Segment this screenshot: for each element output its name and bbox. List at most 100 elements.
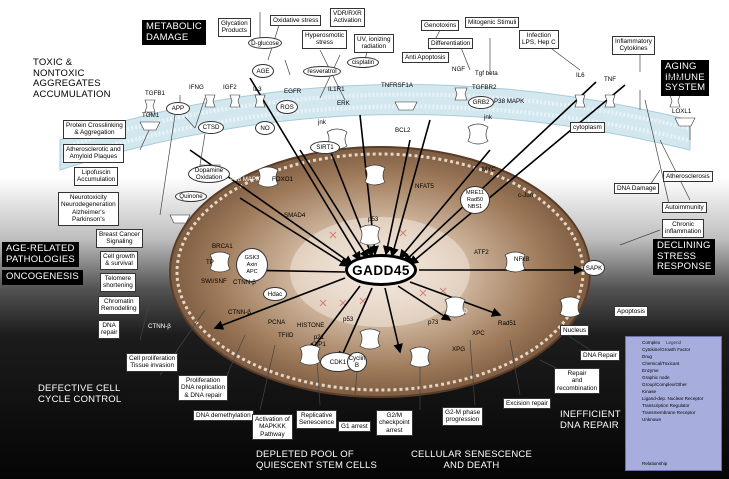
label-xpc: XPC: [472, 330, 485, 337]
box-oxidative: Oxidative stress: [270, 15, 322, 27]
label-p38-mapk-b: P38 MAPK: [230, 176, 261, 183]
box-g2m-checkpoint: G2/M checkpoint arrest: [376, 410, 413, 437]
box-cell-proliferation: Cell proliferation Tissue invasion: [126, 353, 179, 372]
label-nfkb: NFkB: [514, 256, 530, 263]
node-cisplatin: cisplatin: [347, 57, 379, 68]
label-il6: IL6: [576, 72, 585, 79]
label-histone: HISTONE: [297, 322, 325, 329]
node-sirt1: SIRT1: [310, 141, 340, 154]
label-p73: p73: [428, 319, 439, 326]
label-tgfbr2: TGFBR2: [472, 84, 497, 91]
node-mre11-complex: MRE11 Rad50 NBS1: [460, 186, 490, 214]
label-ctnnb-inner: CTNN-β: [233, 279, 256, 286]
box-lipofuscin: Lipofuscin Accumulation: [74, 167, 119, 186]
box-dna-damage: DNA Damage: [614, 183, 660, 195]
label-loxl1: LOXL1: [672, 108, 692, 115]
header-metabolic-damage: METABOLIC DAMAGE: [142, 20, 206, 45]
box-chromatin: Chromatin Remodelling: [98, 296, 140, 315]
legend-item: Unknown: [642, 417, 662, 422]
cell-membrane: [59, 83, 691, 171]
label-tgf-beta: Tgf beta: [475, 70, 498, 77]
label-pcna: PCNA: [268, 319, 286, 326]
label-pgad: PGAD: [450, 308, 468, 315]
label-tgfb1-right: TGFB1: [666, 74, 686, 81]
label-p53-top: p53: [368, 216, 379, 223]
box-dna-repair-left: DNA repair: [98, 320, 121, 339]
box-vdr: VDR/RXR Activation: [330, 8, 365, 27]
box-cytoplasm: cytoplasm: [570, 122, 605, 134]
box-excision-repair: Excision repair: [503, 398, 551, 410]
box-anti-apoptosis: Anti Apoptosis: [402, 52, 449, 64]
box-telomere: Telomere shortening: [100, 273, 136, 292]
label-il3: IL3: [253, 86, 262, 93]
box-apoptosis: Apoptosis: [614, 306, 649, 318]
label-tnfrsf1a: TNFRSF1A: [381, 82, 413, 89]
label-xpg: XPG: [452, 346, 466, 353]
legend-item: Ligand-dep. Nuclear Receptor: [642, 396, 704, 401]
label-smad4: SMAD4: [284, 212, 306, 219]
node-ros: ROS: [276, 100, 298, 114]
header-defective-cycle: DEFECTIVE CELL CYCLE CONTROL: [38, 383, 122, 405]
header-toxic-aggregates: TOXIC & NONTOXIC AGGREGATES ACCUMULATION: [33, 57, 111, 100]
header-inefficient-repair: INEFFICIENT DNA REPAIR: [560, 409, 621, 431]
node-age: AGE: [252, 64, 274, 78]
box-replicative-senescence: Replicative Senescence: [296, 410, 338, 429]
label-foxo1: FOXO1: [272, 176, 293, 183]
legend-panel: Legend Complex Cytokine/Growth Factor Dr…: [625, 336, 722, 471]
header-age-related: AGE-RELATED PATHOLOGIES: [2, 242, 79, 267]
node-app: APP: [166, 102, 190, 115]
box-repair-recombination: Repair and recombination: [554, 368, 601, 395]
box-uv: UV, ionizing radiation: [354, 34, 394, 53]
label-il1r1: IL1R1: [328, 86, 345, 93]
node-quinone: Quinone: [175, 191, 207, 202]
box-breast-cancer: Breast Cancer Signaling: [96, 229, 143, 248]
box-protein-crosslinking: Protein Crosslinking & Aggregation: [63, 120, 126, 139]
label-erk: ERK: [337, 100, 350, 107]
label-swi-snf: SWI/SNF: [201, 278, 227, 285]
legend-title: Legend: [665, 340, 682, 345]
node-resveratrol: resveratrol: [303, 66, 341, 77]
legend-item: Transcription Regulator: [642, 403, 690, 408]
box-infection: Infection LPS, Hep C: [519, 30, 559, 49]
node-hdac: Hdac: [263, 287, 287, 301]
header-declining-stress: DECLINING STRESS RESPONSE: [653, 239, 716, 275]
label-p21: p21 CIP1: [312, 334, 326, 348]
label-jnk-left: jnk: [318, 119, 326, 126]
box-mitogenic: Mitogenic Stimuli: [465, 17, 520, 29]
node-cyclin-b: Cyclin B: [347, 352, 367, 372]
node-d-glucose: D-glucose: [248, 37, 282, 49]
box-cell-growth: Cell growth & survival: [100, 251, 138, 270]
legend-item: Complex: [642, 340, 661, 345]
label-c-jun: c-Jun: [518, 192, 534, 199]
label-rad51: Rad51: [498, 320, 517, 327]
label-tfiid: TFIID: [278, 332, 294, 339]
box-g1-arrest: G1 arrest: [338, 421, 371, 433]
label-tp: TP: [206, 259, 214, 266]
box-hyperosmotic: Hyperosmotic stress: [302, 30, 348, 49]
header-depleted-pool: DEPLETED POOL OF QUIESCENT STEM CELLS: [256, 449, 378, 471]
label-tnf: TNF: [604, 76, 617, 83]
label-myc: MYC: [482, 166, 496, 173]
box-glycation: Glycation Products: [218, 18, 251, 37]
box-dna-repair-right: DNA Repair: [580, 350, 620, 362]
label-jnk-right: jnk: [484, 114, 492, 121]
header-cellular-senescence: CELLULAR SENESCENCE AND DEATH: [411, 449, 533, 471]
legend-item: Group/Complex/Other: [642, 382, 687, 387]
box-activation-mapkkk: Activation of MAPKKK Pathway: [252, 414, 293, 441]
gadd45-center-node: GADD45: [345, 254, 417, 286]
node-dopamine-oxidation: Dopamine Oxidation: [188, 165, 230, 183]
label-atf2: ATF2: [474, 249, 489, 256]
label-brca1: BRCA1: [212, 243, 233, 250]
box-differentiation: Differentiation: [428, 38, 474, 50]
box-neurotoxicity: Neurotoxicity Neurodegeneration Alzheime…: [58, 192, 119, 226]
legend-item: Transmembrane Receptor: [642, 410, 696, 415]
header-oncogenesis: ONCOGENESIS: [2, 270, 83, 285]
label-ngf: NGF: [452, 66, 466, 73]
node-gsk3-axin-apc: GSK3 Axin APC: [236, 248, 268, 282]
box-chronic-inflammation: Chronic inflammation: [662, 219, 705, 238]
label-tgm1: TGM1: [142, 112, 160, 119]
label-igf2: IGF2: [223, 84, 237, 91]
legend-item: Graphic node: [642, 375, 670, 380]
box-g2m-phase: G2-M phase progression: [442, 407, 484, 426]
